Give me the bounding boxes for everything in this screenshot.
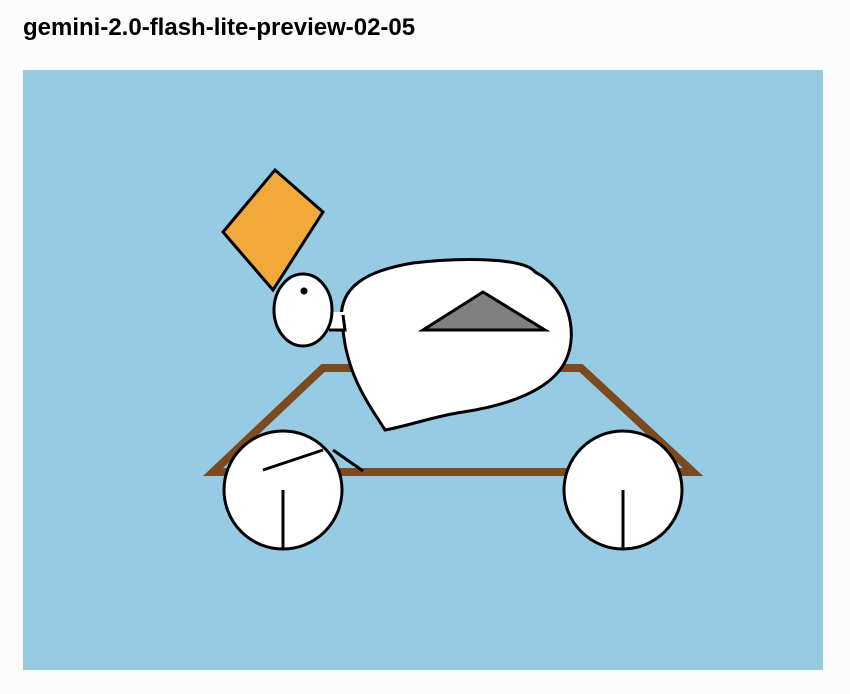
neck-outline — [329, 314, 347, 332]
pedal-link — [332, 448, 364, 473]
pelican-head — [272, 272, 334, 348]
page-title: gemini-2.0-flash-lite-preview-02-05 — [23, 14, 416, 41]
kite-diamond — [221, 167, 325, 293]
pelican-body — [339, 258, 573, 432]
bicycle-frame — [202, 364, 704, 476]
pelican-eye — [300, 287, 308, 295]
pedal-arm — [262, 448, 324, 472]
drawing-canvas — [23, 70, 823, 670]
pelican-wing — [417, 290, 551, 332]
